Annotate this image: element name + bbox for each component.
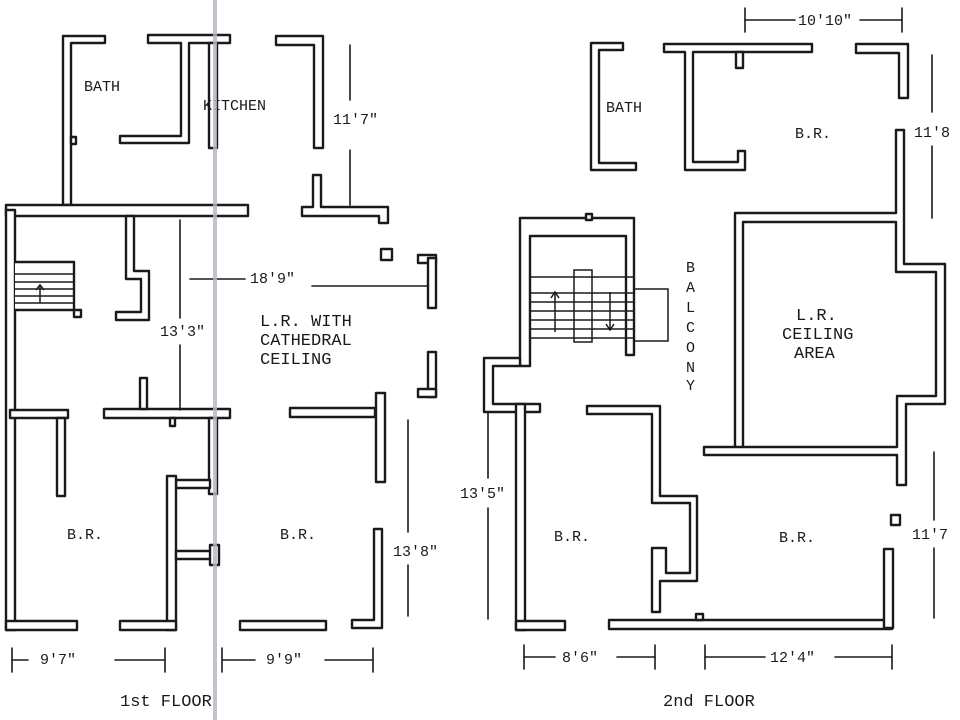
second-south-wall-right <box>607 618 894 631</box>
balcony-letter: N <box>686 360 695 377</box>
bedroom-east-partition <box>374 391 387 484</box>
second-floor-title: 2nd FLOOR <box>663 693 755 712</box>
first-floor-title: 1st FLOOR <box>120 693 212 712</box>
south-wall-right <box>238 619 328 632</box>
south-wall-mid <box>118 619 178 632</box>
bedroom-wall-tick <box>168 416 177 428</box>
west-exterior-wall <box>4 208 17 632</box>
first-floor-bedroom-right-label: B.R. <box>280 527 316 544</box>
kitchen-partition-wall <box>118 33 232 145</box>
top-bedroom-depth-dimension: 11'8 <box>914 125 950 142</box>
living-room-label-line-1: L.R. WITH <box>260 313 352 332</box>
first-floor-dimension-lines <box>11 44 429 673</box>
bath-wall-stub <box>69 135 78 146</box>
ceiling-area-label-line-1: L.R. <box>796 307 837 326</box>
top-bedroom-label: B.R. <box>795 126 831 143</box>
kitchen-closet-wall <box>300 173 390 225</box>
second-floor-dimension-lines <box>487 7 935 670</box>
bedroom-wall-stub <box>138 376 149 411</box>
second-floor-stair-treads <box>530 269 669 343</box>
kitchen-north-wall <box>274 34 325 150</box>
second-bath-wall-stub <box>734 50 745 70</box>
scan-line <box>213 0 217 720</box>
kitchen-depth-dimension: 11'7" <box>333 112 378 129</box>
first-floor-plan: BATH KITCHEN 11'7" 18'9" 13'3" L.R. WITH… <box>4 33 438 712</box>
second-floor-bedroom-left-width: 8'6" <box>562 650 598 667</box>
second-floor-plan: 10'10" BATH B.R. 11'8 B A L C O N Y L.R.… <box>460 7 950 712</box>
stair-enclosure-wall <box>518 216 636 368</box>
lr-wall-stub <box>379 247 394 262</box>
south-wall-left <box>4 619 79 632</box>
ceiling-area-wall <box>702 128 947 487</box>
stair-landing-wall <box>482 356 542 414</box>
kitchen-label: KITCHEN <box>203 98 266 115</box>
bedroom-north-wall-mid <box>102 407 232 420</box>
second-floor-bedroom-left-label: B.R. <box>554 529 590 546</box>
second-bedroom-partition <box>585 404 699 614</box>
second-bath-north-wall <box>662 42 814 172</box>
stair-east-wall <box>114 214 151 322</box>
second-bedroom-west-wall <box>514 402 527 632</box>
first-floor-bath-label: BATH <box>84 79 120 96</box>
living-room-depth-dimension: 13'3" <box>160 324 205 341</box>
balcony-letter: B <box>686 260 695 277</box>
stair-wall-stub <box>584 212 594 222</box>
lr-east-wall-pier <box>426 256 438 310</box>
second-bath-west-wall <box>589 41 638 172</box>
second-floor-bedroom-right-label: B.R. <box>779 530 815 547</box>
bath-west-wall <box>61 34 107 207</box>
main-horizontal-wall <box>4 203 250 218</box>
first-floor-bedroom-right-width: 9'9" <box>266 652 302 669</box>
second-bedroom-right-depth-dimension: 11'7 <box>912 527 948 544</box>
second-south-wall-tick <box>694 612 705 622</box>
second-east-wall <box>882 547 895 630</box>
bedroom-north-wall-right <box>288 406 377 419</box>
living-room-label-line-2: CATHEDRAL <box>260 332 352 351</box>
closet-divider <box>165 474 178 632</box>
balcony-letter: C <box>686 320 695 337</box>
balcony-letter: O <box>686 340 695 357</box>
second-bedroom-left-depth-dimension: 13'5" <box>460 486 505 503</box>
ceiling-area-label-line-3: AREA <box>794 345 836 364</box>
stair-treads <box>15 273 74 304</box>
living-room-width-dimension: 18'9" <box>250 271 295 288</box>
closet-left-wall <box>55 416 67 498</box>
lr-east-wall-jog <box>416 387 438 399</box>
top-bedroom-north-wall <box>854 42 910 100</box>
ceiling-area-label-line-2: CEILING <box>782 326 853 345</box>
second-floor-bedroom-right-width: 12'4" <box>770 650 815 667</box>
living-room-label-line-3: CEILING <box>260 351 331 370</box>
southeast-wall <box>350 527 384 630</box>
second-south-wall-left <box>514 619 567 632</box>
balcony-letter: Y <box>686 378 695 395</box>
second-floor-bath-label: BATH <box>606 100 642 117</box>
balcony-label: B A L C O N Y <box>686 260 695 395</box>
first-floor-bedroom-left-label: B.R. <box>67 527 103 544</box>
closet-shelf-lower <box>174 549 216 561</box>
balcony-letter: L <box>686 300 695 317</box>
closet-shelf-upper <box>174 478 212 490</box>
second-east-wall-stub <box>889 513 902 527</box>
bedroom-north-wall-left <box>8 408 70 420</box>
first-floor-bedroom-depth-dimension: 13'8" <box>393 544 438 561</box>
first-floor-bedroom-left-width: 9'7" <box>40 652 76 669</box>
top-bedroom-width-dimension: 10'10" <box>798 13 852 30</box>
balcony-letter: A <box>686 280 695 297</box>
